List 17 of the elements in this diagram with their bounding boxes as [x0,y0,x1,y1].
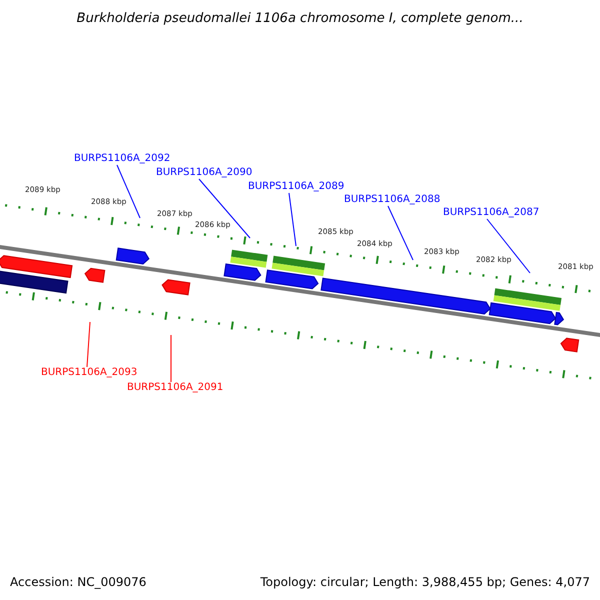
leader-line [288,192,296,246]
leader-line [170,334,172,382]
leader-line [86,322,90,368]
leader-line [486,218,530,274]
gene-label: BURPS1106A_2093 [41,368,138,378]
map-title: Burkholderia pseudomallei 1106a chromosome I, complete genom... [76,12,524,25]
gene-label: BURPS1106A_2089 [248,182,344,192]
gene-label: BURPS1106A_2091 [127,383,224,393]
leader-line [388,206,414,260]
leader-line [198,178,250,238]
leader-line [116,164,140,218]
genome-stats-text: Topology: circular; Length: 3,988,455 bp; Genes: 4,077 [260,576,590,588]
gene-label: BURPS1106A_2090 [156,168,252,178]
gene-label: BURPS1106A_2087 [443,208,540,218]
gene-label: BURPS1106A_2092 [74,154,170,164]
gene-label: BURPS1106A_2088 [344,195,440,205]
accession-text: Accession: NC_009076 [10,576,146,588]
